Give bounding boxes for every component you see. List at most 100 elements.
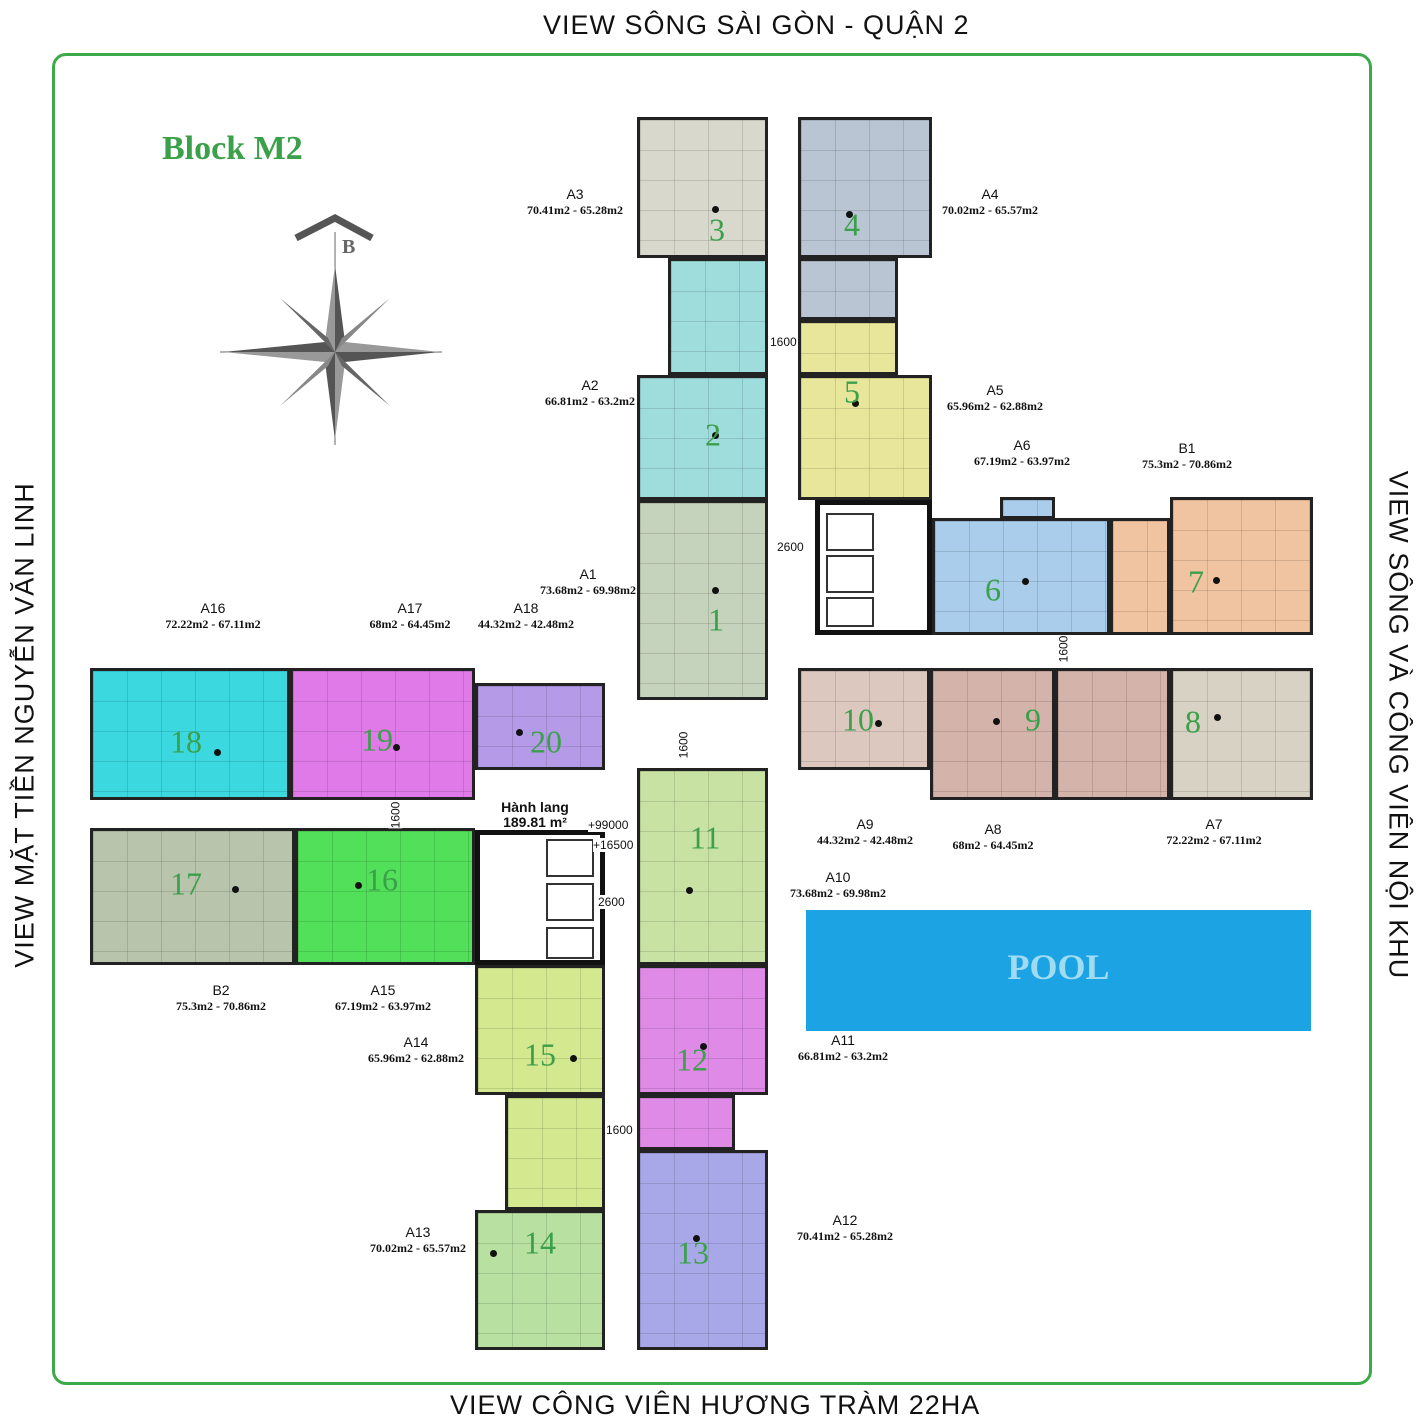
- dimension-label: 1600: [606, 1123, 633, 1137]
- unit-area: [668, 258, 768, 375]
- unit-area-range: 72.22m2 - 67.11m2: [1166, 833, 1262, 847]
- unit-area: [798, 320, 898, 375]
- unit-area: [475, 965, 605, 1095]
- unit-marker-dot: [355, 882, 362, 889]
- unit-number: 5: [844, 373, 860, 410]
- unit-number: 19: [361, 721, 393, 758]
- unit-code: A13: [405, 1224, 431, 1240]
- unit-area: [637, 375, 768, 500]
- unit-number: 10: [842, 701, 874, 738]
- unit-area-range: 72.22m2 - 67.11m2: [165, 617, 261, 631]
- unit-area: [798, 117, 932, 258]
- unit-code: A1: [579, 566, 597, 582]
- elevator: [546, 883, 594, 921]
- unit-number: 18: [170, 723, 202, 760]
- view-label-top: VIEW SÔNG SÀI GÒN - QUẬN 2: [543, 10, 970, 40]
- dimension-label: 2600: [777, 540, 804, 554]
- unit-number: 17: [170, 865, 202, 902]
- unit-area: [505, 1095, 605, 1210]
- unit-area: [475, 683, 605, 770]
- unit-area: [637, 1095, 735, 1150]
- unit-marker-dot: [693, 1235, 700, 1242]
- unit-area: [798, 668, 930, 770]
- corridor-area: 189.81 m²: [503, 814, 567, 830]
- site-border: [52, 53, 1372, 1385]
- unit-marker-dot: [232, 886, 239, 893]
- unit-area-range: 66.81m2 - 63.2m2: [798, 1049, 888, 1063]
- pool: POOL: [806, 910, 1311, 1031]
- unit-area: [637, 965, 768, 1095]
- view-label-right: VIEW SÔNG VÀ CÔNG VIÊN NỘI KHU: [1383, 470, 1414, 980]
- unit-number: 7: [1188, 563, 1204, 600]
- unit-code: A12: [832, 1212, 858, 1228]
- unit-area: [1055, 668, 1170, 800]
- unit-area: [1110, 518, 1170, 635]
- unit-marker-dot: [712, 587, 719, 594]
- unit-area-range: 70.02m2 - 65.57m2: [942, 203, 1038, 217]
- unit-marker-dot: [1213, 577, 1220, 584]
- unit-code: A4: [981, 186, 999, 202]
- unit-marker-dot: [1022, 578, 1029, 585]
- unit-code: A2: [581, 377, 599, 393]
- unit-area-range: 70.41m2 - 65.28m2: [797, 1229, 893, 1243]
- dimension-label: 1600: [388, 801, 403, 829]
- unit-area-range: 67.19m2 - 63.97m2: [974, 454, 1070, 468]
- unit-number: 20: [530, 723, 562, 760]
- unit-code: A11: [831, 1032, 855, 1048]
- unit-marker-dot: [712, 206, 719, 213]
- compass-icon: [220, 214, 442, 445]
- unit-area: [932, 518, 1110, 635]
- unit-area: [637, 500, 768, 700]
- unit-code: A16: [200, 600, 226, 616]
- corridor-name: Hành lang: [501, 799, 569, 815]
- unit-area: [930, 668, 1055, 800]
- unit-area-range: 70.41m2 - 65.28m2: [527, 203, 623, 217]
- dimension-label: 1600: [1056, 635, 1071, 663]
- unit-marker-dot: [875, 720, 882, 727]
- unit-code: A15: [370, 982, 396, 998]
- unit-area: [637, 768, 768, 965]
- unit-marker-dot: [1214, 714, 1221, 721]
- unit-area: [1170, 497, 1313, 635]
- unit-area-range: 75.3m2 - 70.86m2: [1142, 457, 1232, 471]
- view-label-bottom: VIEW CÔNG VIÊN HƯƠNG TRÀM 22HA: [450, 1390, 981, 1420]
- stair-elevator-core-east: [815, 500, 932, 635]
- view-label-left: VIEW MẶT TIỀN NGUYỄN VĂN LINH: [9, 482, 40, 968]
- unit-marker-dot: [686, 887, 693, 894]
- unit-number: 11: [689, 819, 721, 856]
- unit-number: 3: [709, 211, 725, 248]
- elevator: [826, 555, 874, 593]
- unit-number: 1: [708, 601, 724, 638]
- unit-number: 16: [366, 861, 398, 898]
- unit-marker-dot: [570, 1055, 577, 1062]
- elevator: [546, 839, 594, 877]
- unit-number: 13: [677, 1234, 709, 1271]
- unit-number: 6: [985, 571, 1001, 608]
- unit-area: [1170, 668, 1313, 800]
- unit-code: A18: [513, 600, 539, 616]
- unit-area-range: 73.68m2 - 69.98m2: [540, 583, 636, 597]
- unit-area-range: 66.81m2 - 63.2m2: [545, 394, 635, 408]
- unit-area: [637, 117, 768, 258]
- block-title: Block M2: [162, 130, 303, 167]
- unit-marker-dot: [852, 400, 859, 407]
- unit-number: 9: [1025, 701, 1041, 738]
- stair-elevator-core-west: [475, 830, 605, 965]
- level-marker: +99000: [588, 818, 629, 832]
- elevator: [826, 597, 874, 627]
- unit-code: A7: [1205, 816, 1223, 832]
